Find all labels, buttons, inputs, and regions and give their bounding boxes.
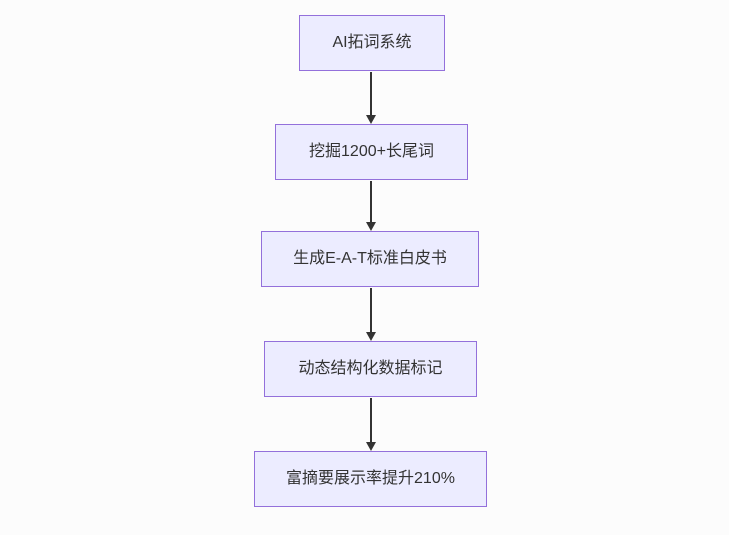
arrowhead-icon [366,332,376,341]
flow-node-rich-snippet-rate-increase: 富摘要展示率提升210% [254,451,487,507]
flow-node-label: AI拓词系统 [332,34,412,52]
edge-line-1 [370,72,372,116]
edge-line-2 [370,181,372,223]
arrowhead-icon [366,115,376,124]
flow-node-label: 动态结构化数据标记 [298,360,443,378]
arrowhead-icon [366,442,376,451]
flow-node-label: 挖掘1200+长尾词 [309,143,434,161]
flow-node-mine-longtail-keywords: 挖掘1200+长尾词 [275,124,468,180]
flow-node-dynamic-structured-data-markup: 动态结构化数据标记 [264,341,477,397]
flow-node-generate-eat-whitepaper: 生成E-A-T标准白皮书 [261,231,479,287]
edge-line-3 [370,288,372,332]
arrowhead-icon [366,222,376,231]
flow-node-ai-word-expansion-system: AI拓词系统 [299,15,445,71]
flow-node-label: 富摘要展示率提升210% [286,470,455,488]
edge-line-4 [370,398,372,442]
flow-node-label: 生成E-A-T标准白皮书 [293,250,447,268]
